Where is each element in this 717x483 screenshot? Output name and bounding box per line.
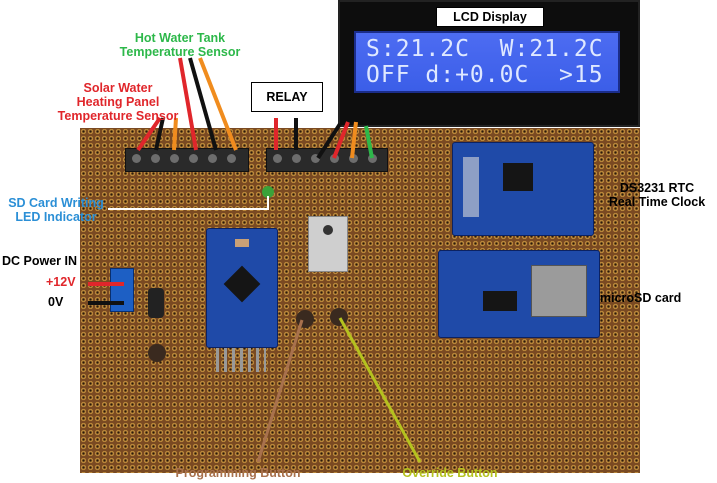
arduino-pro-mini xyxy=(206,228,278,348)
lcd-line-1: S:21.2C W:21.2C xyxy=(366,36,604,62)
zero-v-label: 0V xyxy=(48,295,64,309)
lcd-module: LCD Display S:21.2C W:21.2C OFF d:+0.0C … xyxy=(338,0,640,127)
relay-connector xyxy=(266,148,388,172)
lcd-line-2: OFF d:+0.0C >15 xyxy=(366,62,604,88)
perfboard xyxy=(80,128,640,473)
dc-power-label: DC Power IN xyxy=(2,254,78,268)
programming-button-label: Programming Button xyxy=(175,466,301,480)
sensor-connector xyxy=(125,148,249,172)
sd-led xyxy=(262,186,274,198)
header-pins xyxy=(216,348,266,372)
microsd-module xyxy=(438,250,600,338)
plus12v-label: +12V xyxy=(46,275,76,289)
override-button-label: Override Button xyxy=(402,466,498,480)
rtc-module xyxy=(452,142,594,236)
relay-label: RELAY xyxy=(251,82,323,112)
voltage-regulator xyxy=(308,216,348,272)
lcd-screen: S:21.2C W:21.2C OFF d:+0.0C >15 xyxy=(354,31,620,93)
microsd-label: microSD card xyxy=(600,291,682,305)
reset-button[interactable] xyxy=(148,344,166,362)
capacitor xyxy=(148,288,164,318)
lcd-display-label: LCD Display xyxy=(436,7,544,27)
